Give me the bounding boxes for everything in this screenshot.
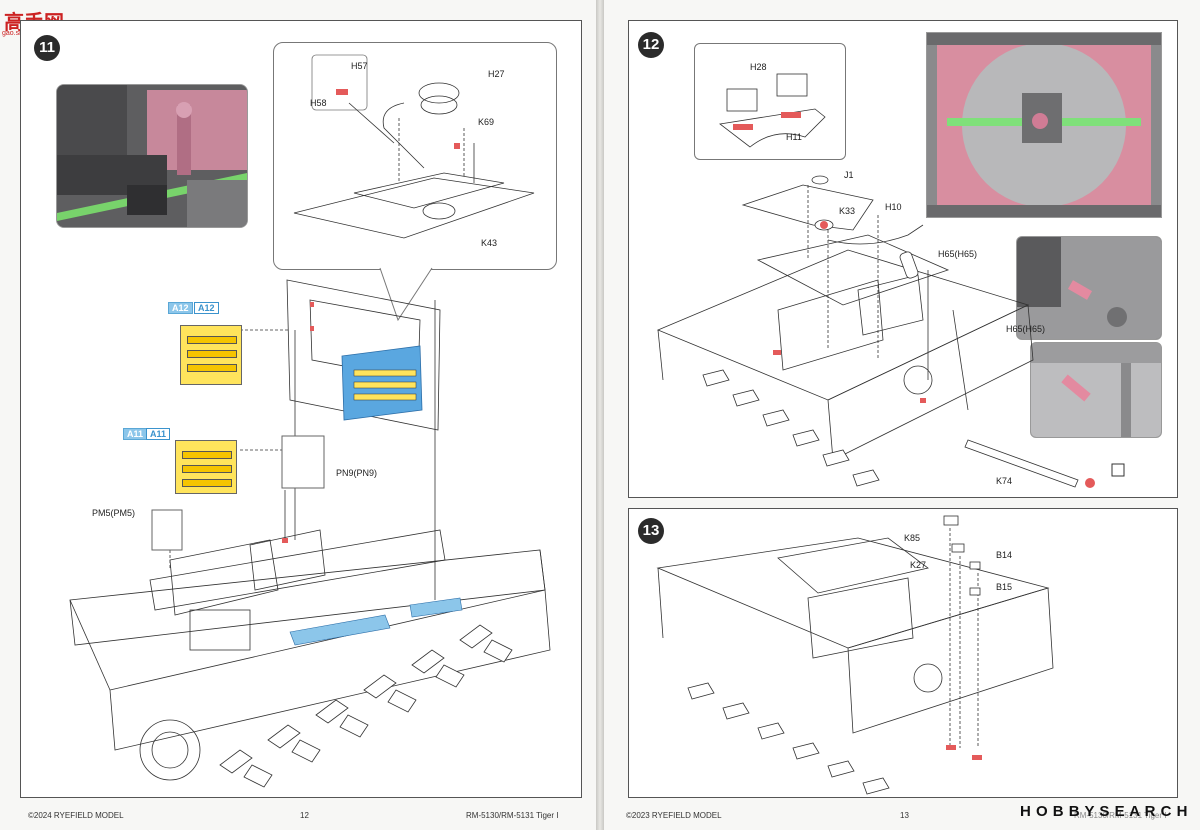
watermark-hobbysearch: H O B B Y S E A R C H (1019, 803, 1188, 820)
book-gutter (596, 0, 604, 830)
h65-side-render (1031, 343, 1161, 437)
turret-floor-render (927, 33, 1161, 217)
part-label-h65-photo: H65(H65) (1006, 324, 1046, 334)
reference-photo-h65-top (1016, 236, 1162, 340)
part-tag-a11-alt: A11 (146, 428, 171, 440)
part-label-j1: J1 (844, 170, 854, 180)
part-label-b15: B15 (996, 582, 1013, 592)
part-label-pm5: PM5(PM5) (92, 508, 136, 518)
step-number-11: 11 (34, 35, 60, 61)
part-a12-board (180, 325, 242, 385)
part-a11-board (175, 440, 237, 494)
part-label-pn9: PN9(PN9) (336, 468, 378, 478)
step-number-12: 12 (638, 32, 664, 58)
h65-top-render (1017, 237, 1161, 339)
footer-page-number-left: 12 (300, 811, 309, 820)
step-number-13: 13 (638, 518, 664, 544)
footer-copyright-left: ©2024 RYEFIELD MODEL (28, 811, 124, 820)
detail-callout (273, 42, 557, 270)
step-12-detail-box (694, 43, 846, 160)
part-label-h27: H27 (488, 69, 505, 79)
part-label-h11: H11 (786, 132, 802, 142)
part-tag-a12-alt: A12 (194, 302, 219, 314)
part-label-k69: K69 (478, 117, 495, 127)
page-right: 12 H28 H11 (604, 0, 1200, 830)
footer-product-left: RM-5130/RM-5131 Tiger I (466, 811, 559, 820)
h28-h11-drawing (719, 73, 826, 148)
reference-photo-turret-floor (926, 32, 1162, 218)
page-left: 高手网 gao.shou.com 11 (0, 0, 596, 830)
part-label-k33: K33 (839, 206, 856, 216)
part-label-h57: H57 (351, 61, 368, 71)
part-label-k43: K43 (481, 238, 498, 248)
step-12-assembly-drawing (656, 175, 1125, 488)
part-tag-a12: A12 (168, 302, 193, 314)
part-label-b14: B14 (996, 550, 1013, 560)
part-label-k85: K85 (904, 533, 921, 543)
step-13-assembly-drawing (656, 515, 1054, 795)
footer-page-number-right: 13 (900, 811, 909, 820)
callout-drawing (293, 54, 535, 239)
part-label-k74: K74 (996, 476, 1013, 486)
part-tag-a11: A11 (123, 428, 148, 440)
hull-assembly-drawing (69, 267, 551, 788)
part-label-h28: H28 (750, 62, 767, 72)
photo-render (57, 85, 247, 227)
part-label-h65: H65(H65) (938, 249, 978, 259)
step-13-frame (628, 508, 1178, 798)
part-label-h10: H10 (885, 202, 902, 212)
reference-photo-interior (56, 84, 248, 228)
reference-photo-h65-side (1030, 342, 1162, 438)
part-label-k27: K27 (910, 560, 927, 570)
footer-copyright-right: ©2023 RYEFIELD MODEL (626, 811, 722, 820)
part-label-h58: H58 (310, 98, 327, 108)
footer-product-right: RM-5130/RM-5131 Tiger I (1074, 811, 1167, 820)
